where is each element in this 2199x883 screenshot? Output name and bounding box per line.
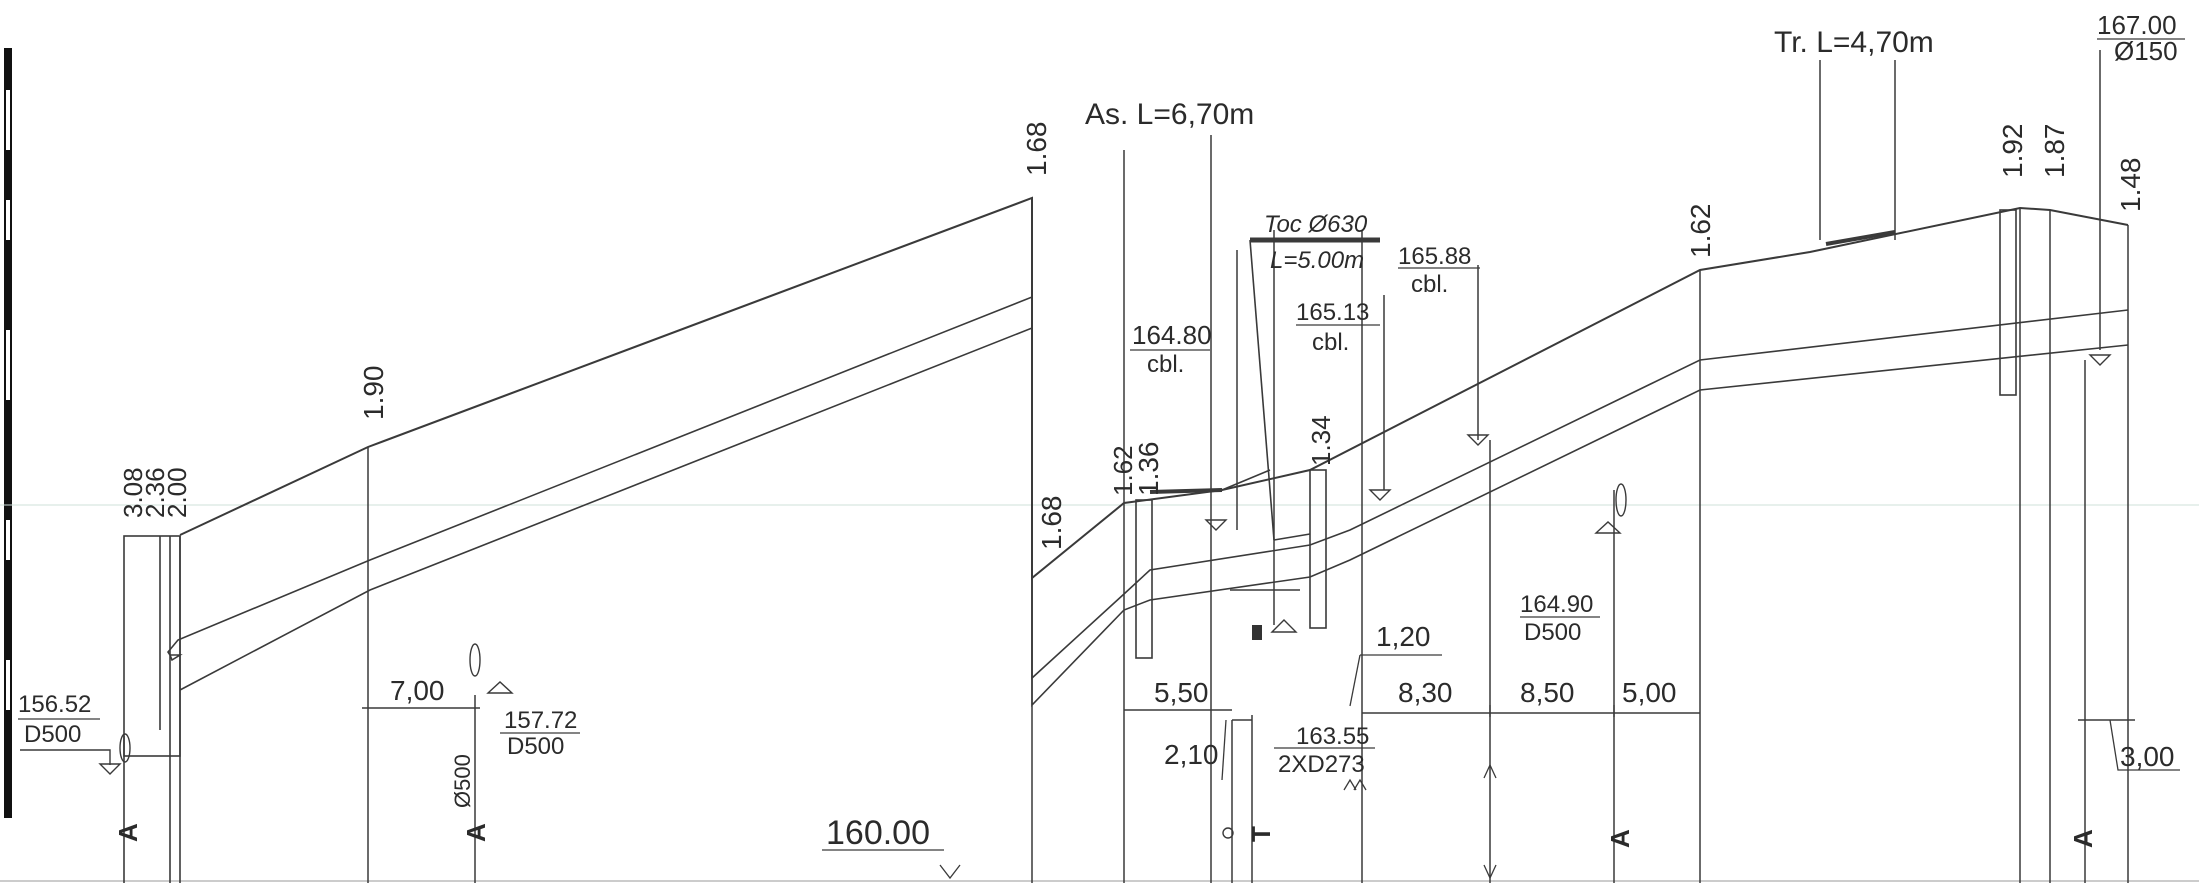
labels: 156.52 D500 7,00 157.72 D500 Ø500 3.08 2… — [18, 10, 2178, 852]
cable-3-note: cbl. — [1411, 271, 1448, 298]
sewer-right-elev: 164.90 — [1520, 591, 1593, 618]
sewer-left-elev: 156.52 — [18, 691, 91, 718]
left-structure — [20, 535, 181, 883]
steel-pipe-title: Toc Ø630 — [1264, 211, 1368, 238]
height-1-34: 1.34 — [1306, 415, 1336, 466]
height-1-87: 1.87 — [2039, 124, 2070, 179]
sewer-mid-pipe-vertical: Ø500 — [450, 754, 475, 808]
cable-1-note: cbl. — [1147, 351, 1184, 378]
dimension-lines — [362, 705, 2135, 721]
gas-pipe: 2XD273 — [1278, 751, 1365, 778]
line-code-t: T — [1246, 826, 1276, 842]
dim-2-10: 2,10 — [1164, 739, 1219, 770]
height-1-90: 1.90 — [358, 366, 389, 421]
cable-3-elev: 165.88 — [1398, 243, 1471, 270]
height-3-08: 3.08 — [118, 467, 148, 518]
asphalt-length: As. L=6,70m — [1085, 98, 1254, 131]
dim-3-00: 3,00 — [2120, 741, 2175, 772]
top-right-elev: 167.00 — [2097, 10, 2177, 40]
road-layer-bottom — [179, 326, 2129, 707]
station-lines — [367, 50, 2129, 883]
line-code-a1: A — [113, 823, 143, 842]
level-markers — [486, 354, 2112, 694]
cable-1-elev: 164.80 — [1132, 320, 1212, 350]
line-code-a2: A — [461, 823, 491, 842]
arrow-marks — [939, 763, 1497, 880]
cable-2-elev: 165.13 — [1296, 299, 1369, 326]
structure-wells — [1135, 209, 2017, 659]
leader-lines — [18, 38, 2185, 851]
sewer-right-pipe: D500 — [1524, 619, 1581, 646]
top-right-pipe: Ø150 — [2114, 36, 2178, 66]
height-1-62-right: 1.62 — [1685, 204, 1716, 259]
height-1-36: 1.36 — [1133, 442, 1164, 497]
height-1-48: 1.48 — [2115, 158, 2146, 213]
height-1-92: 1.92 — [1997, 124, 2028, 179]
ground-profile — [179, 196, 2129, 581]
line-code-a4: A — [2068, 829, 2098, 848]
gas-elev: 163.55 — [1296, 723, 1369, 750]
dim-5-50: 5,50 — [1154, 677, 1209, 708]
sidewalk-length: Tr. L=4,70m — [1774, 26, 1934, 59]
dim-8-30: 8,30 — [1398, 677, 1453, 708]
cable-2-note: cbl. — [1312, 329, 1349, 356]
height-1-68-mid: 1.68 — [1036, 496, 1067, 551]
road-layer-top — [167, 295, 2129, 680]
dim-8-50: 8,50 — [1520, 677, 1575, 708]
line-code-a3: A — [1605, 829, 1635, 848]
steel-pipe-length: L=5.00m — [1270, 247, 1364, 274]
height-1-68-top: 1.68 — [1021, 122, 1052, 177]
reference-elevation: 160.00 — [826, 814, 930, 852]
sewer-mid-pipe: D500 — [507, 733, 564, 760]
sewer-mid-elev: 157.72 — [504, 707, 577, 734]
dim-7-00: 7,00 — [390, 675, 445, 706]
height-2-36: 2.36 — [140, 467, 170, 518]
sewer-left-pipe: D500 — [24, 721, 81, 748]
height-1-62-left: 1.62 — [1108, 445, 1138, 496]
pipe-symbols — [469, 483, 1627, 839]
height-2-00: 2.00 — [162, 467, 192, 518]
left-border — [4, 48, 12, 818]
height-1-20: 1,20 — [1376, 621, 1431, 652]
dim-5-00: 5,00 — [1622, 677, 1677, 708]
